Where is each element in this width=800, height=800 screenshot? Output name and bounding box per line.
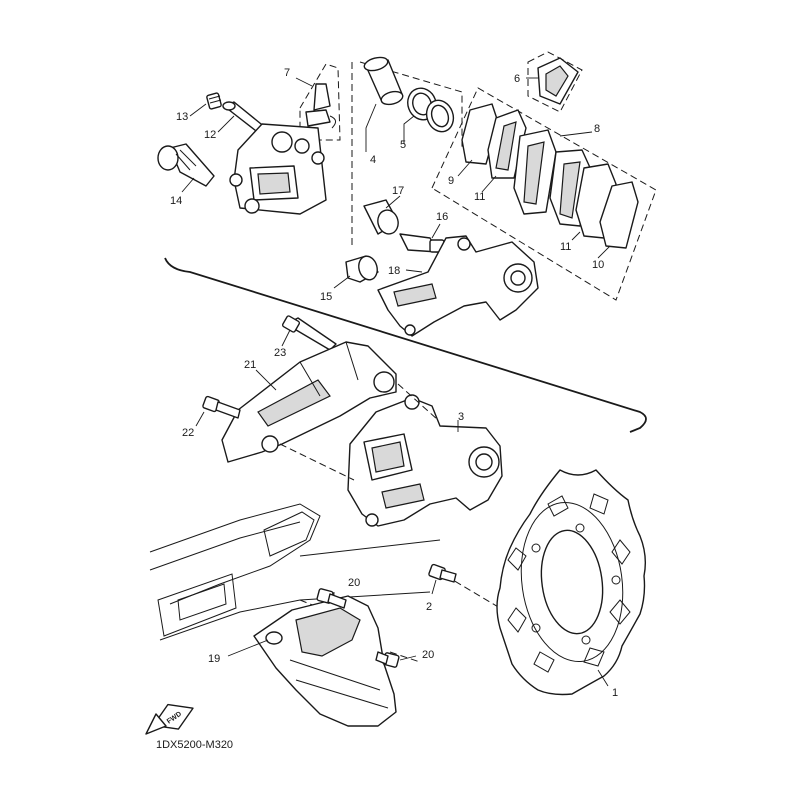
pad-clip-dashed-box [527, 51, 583, 113]
part-20-bolt-a [316, 588, 347, 609]
callout-3: 3 [458, 411, 464, 423]
part-23-bolt [281, 315, 337, 351]
callout-11-b: 11 [560, 241, 571, 253]
piston-dashed-outline [351, 61, 463, 248]
upper-caliper-body [229, 123, 327, 215]
callout-18: 18 [388, 265, 400, 277]
lower-assembly-dashed-leaders [279, 383, 501, 663]
callout-8: 8 [594, 123, 600, 135]
part-6-pad-spring [537, 57, 579, 105]
callout-14: 14 [170, 195, 182, 207]
callout-7: 7 [284, 67, 290, 79]
diagram-code: 1DX5200-M320 [156, 739, 233, 751]
part-5-piston-seals [407, 87, 455, 133]
callout-6: 6 [514, 73, 520, 85]
assembly-bracket-line [164, 257, 647, 433]
part-21-mount-bracket [221, 341, 397, 463]
swingarm-outline [149, 503, 441, 641]
part-7-bleed-screw [305, 83, 336, 129]
part-2-disc-bolt [428, 563, 457, 583]
callout-23: 23 [274, 347, 286, 359]
part-3-caliper-assembly [347, 394, 503, 527]
part-20-bolt-b [375, 651, 400, 668]
part-11-brake-pad-b [513, 129, 557, 215]
part-16-guide-pin [399, 233, 445, 253]
callout-22: 22 [182, 427, 194, 439]
callout-21: 21 [244, 359, 256, 371]
callout-11-a: 11 [474, 191, 485, 203]
callout-12: 12 [204, 129, 216, 141]
callout-1: 1 [612, 687, 618, 699]
callout-9: 9 [448, 175, 454, 187]
callout-16: 16 [436, 211, 448, 223]
callout-15: 15 [320, 291, 332, 303]
part-17-bushing [363, 199, 399, 235]
part-13-plug [206, 92, 222, 110]
callout-20-b: 20 [422, 649, 434, 661]
part-18-caliper-bracket [377, 235, 539, 337]
callout-4: 4 [370, 154, 376, 166]
part-22-bolt [202, 395, 241, 419]
callout-10: 10 [592, 259, 604, 271]
callout-19: 19 [208, 653, 220, 665]
callout-17: 17 [392, 185, 404, 197]
part-15-boot [345, 255, 379, 283]
part-19-disc-guard [253, 595, 397, 727]
callout-leader-lines [181, 77, 611, 687]
callout-13: 13 [176, 111, 188, 123]
callout-2: 2 [426, 601, 432, 613]
part-10-pad-shim [599, 181, 639, 249]
callout-20-a: 20 [348, 577, 360, 589]
part-14-slide-pin [157, 143, 215, 187]
callout-5: 5 [400, 139, 406, 151]
fwd-arrow-icon [145, 703, 194, 735]
part-4-piston [363, 56, 404, 106]
part-1-brake-disc [496, 469, 647, 696]
